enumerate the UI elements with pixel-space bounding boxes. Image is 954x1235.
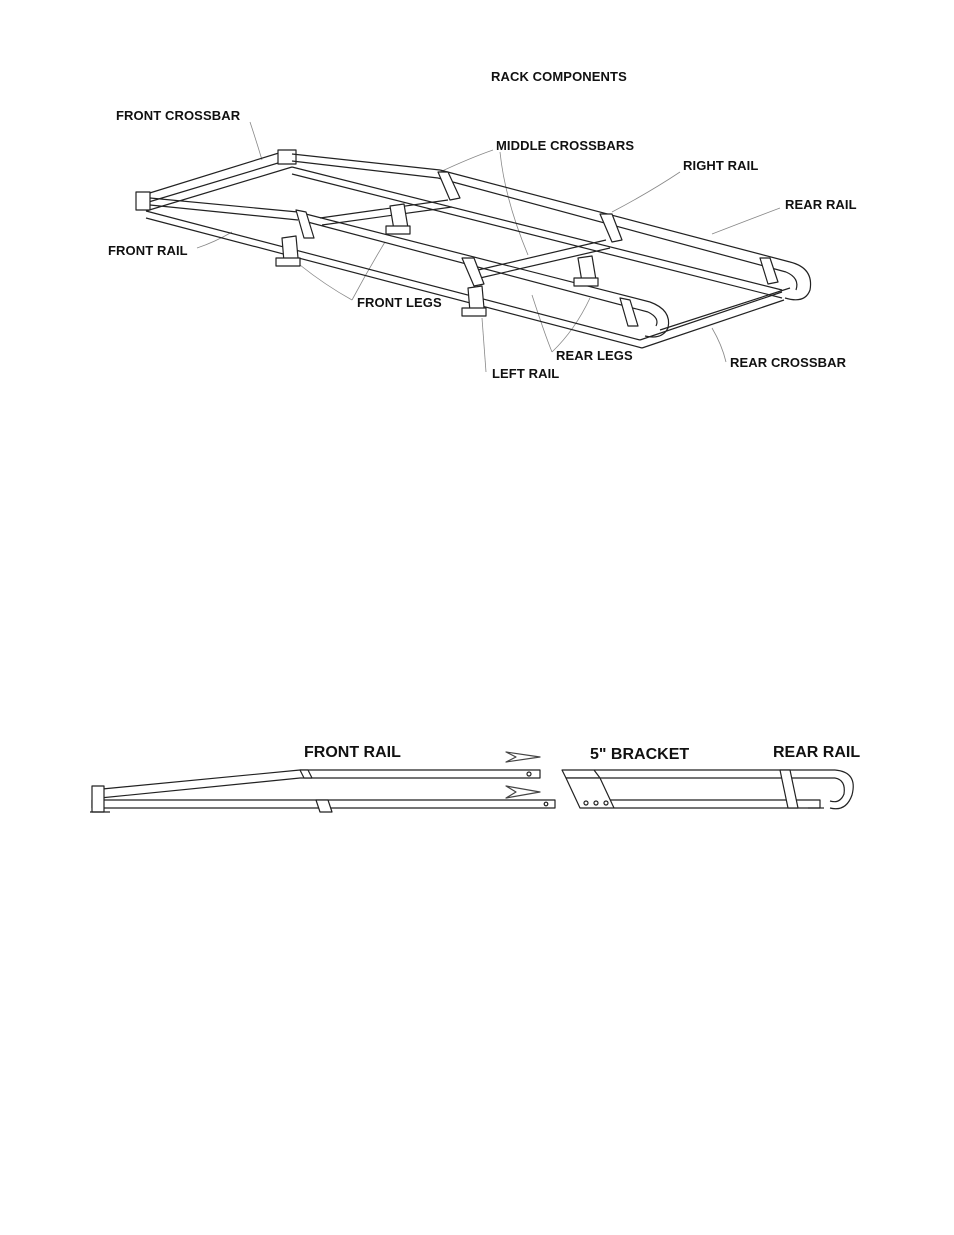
rail-clamps [295,171,779,327]
rack-isometric-drawing [135,121,812,373]
rear-crossbar [639,287,791,349]
label-bottom-front-rail: FRONT RAIL [304,744,401,761]
bracket-and-rear-rail-section [561,769,854,810]
middle-crossbars [319,199,611,279]
rear-legs [461,255,599,317]
label-rear-rail: REAR RAIL [785,197,857,212]
front-crossbar [135,149,297,212]
label-bottom-bracket: 5" BRACKET [590,746,690,763]
label-front-crossbar: FRONT CROSSBAR [116,108,241,123]
front-rail-tube [149,153,441,221]
label-rear-legs: REAR LEGS [556,348,633,363]
front-rail-section [90,769,556,813]
right-rail [291,166,812,301]
label-middle-crossbars: MIDDLE CROSSBARS [496,138,635,153]
front-legs [275,203,411,267]
assembly-arrows [505,751,541,799]
label-front-rail: FRONT RAIL [108,243,188,258]
label-left-rail: LEFT RAIL [492,366,560,381]
leader-lines [196,121,781,373]
left-rail [145,210,670,349]
diagram-title: RACK COMPONENTS [491,69,627,84]
label-right-rail: RIGHT RAIL [683,158,759,173]
label-front-legs: FRONT LEGS [357,295,442,310]
label-rear-crossbar: REAR CROSSBAR [730,355,847,370]
label-bottom-rear-rail: REAR RAIL [773,744,861,761]
